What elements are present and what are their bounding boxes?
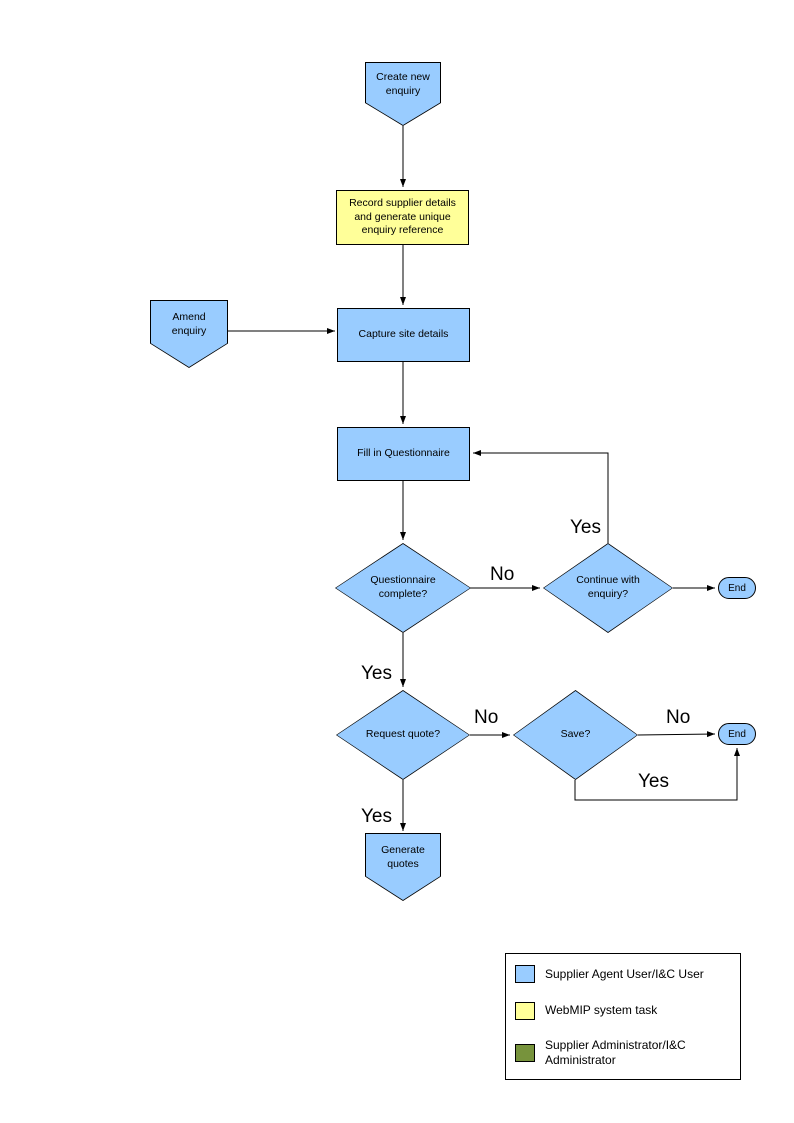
node-label: Capture site details <box>358 328 449 341</box>
edge-continue-yes-to-questionnaire <box>473 450 609 543</box>
edge-label-questionnaire-yes: Yes <box>361 663 392 684</box>
node-request-quote: Request quote? <box>336 690 470 780</box>
node-end-after-continue: End <box>718 577 756 599</box>
legend-label: WebMIP system task <box>545 1003 658 1017</box>
legend-swatch-green <box>515 1044 535 1062</box>
node-continue-with-enquiry: Continue with enquiry? <box>543 543 673 633</box>
node-label: Save? <box>560 728 591 741</box>
edge-label-save-yes: Yes <box>638 771 669 792</box>
offpage-fill: Amend enquiry <box>151 301 227 367</box>
node-label: Fill in Questionnaire <box>357 447 450 460</box>
legend-item-supplier-agent: Supplier Agent User/I&C User <box>515 965 731 983</box>
offpage-fill: Create new enquiry <box>366 63 440 125</box>
node-label: Questionnaire complete? <box>370 574 436 600</box>
node-label: Continue with enquiry? <box>576 574 640 600</box>
node-fill-in-questionnaire: Fill in Questionnaire <box>337 427 470 481</box>
node-save: Save? <box>513 690 638 780</box>
decision-fill: Save? <box>514 691 637 779</box>
legend-swatch-yellow <box>515 1001 535 1020</box>
legend-swatch-blue <box>515 965 535 983</box>
node-capture-site-details: Capture site details <box>337 308 470 362</box>
offpage-fill: Generate quotes <box>366 834 440 900</box>
node-label: Create new enquiry <box>376 71 430 97</box>
edge-label-save-no: No <box>666 707 691 728</box>
edge-label-questionnaire-no: No <box>490 564 515 585</box>
edge-label-request-no: No <box>474 707 499 728</box>
node-label: Amend enquiry <box>171 311 207 337</box>
edge-save-yes-to-end <box>574 748 740 801</box>
node-label: End <box>728 728 746 740</box>
legend-label: Supplier Administrator/I&C Administrator <box>545 1038 686 1067</box>
node-record-supplier-details: Record supplier details and generate uni… <box>336 190 469 245</box>
node-end-after-save: End <box>718 723 756 745</box>
legend-label: Supplier Agent User/I&C User <box>545 966 704 981</box>
legend-box: Supplier Agent User/I&C User WebMIP syst… <box>505 953 741 1080</box>
edge-label-request-yes: Yes <box>361 806 392 827</box>
edge-save-no-to-end <box>637 731 716 738</box>
decision-fill: Request quote? <box>337 691 469 779</box>
node-generate-quotes: Generate quotes <box>365 833 441 901</box>
legend-item-supplier-admin: Supplier Administrator/I&C Administrator <box>515 1038 731 1068</box>
node-label: End <box>728 582 746 594</box>
decision-fill: Questionnaire complete? <box>336 544 470 632</box>
node-label: Generate quotes <box>381 844 425 870</box>
node-questionnaire-complete: Questionnaire complete? <box>335 543 471 633</box>
decision-fill: Continue with enquiry? <box>544 544 672 632</box>
node-label: Request quote? <box>365 728 441 741</box>
node-create-new-enquiry: Create new enquiry <box>365 62 441 126</box>
legend-item-webmip-system: WebMIP system task <box>515 1001 731 1020</box>
node-label: Record supplier details and generate uni… <box>349 197 456 237</box>
edge-label-continue-yes: Yes <box>570 517 601 538</box>
node-amend-enquiry: Amend enquiry <box>150 300 228 368</box>
